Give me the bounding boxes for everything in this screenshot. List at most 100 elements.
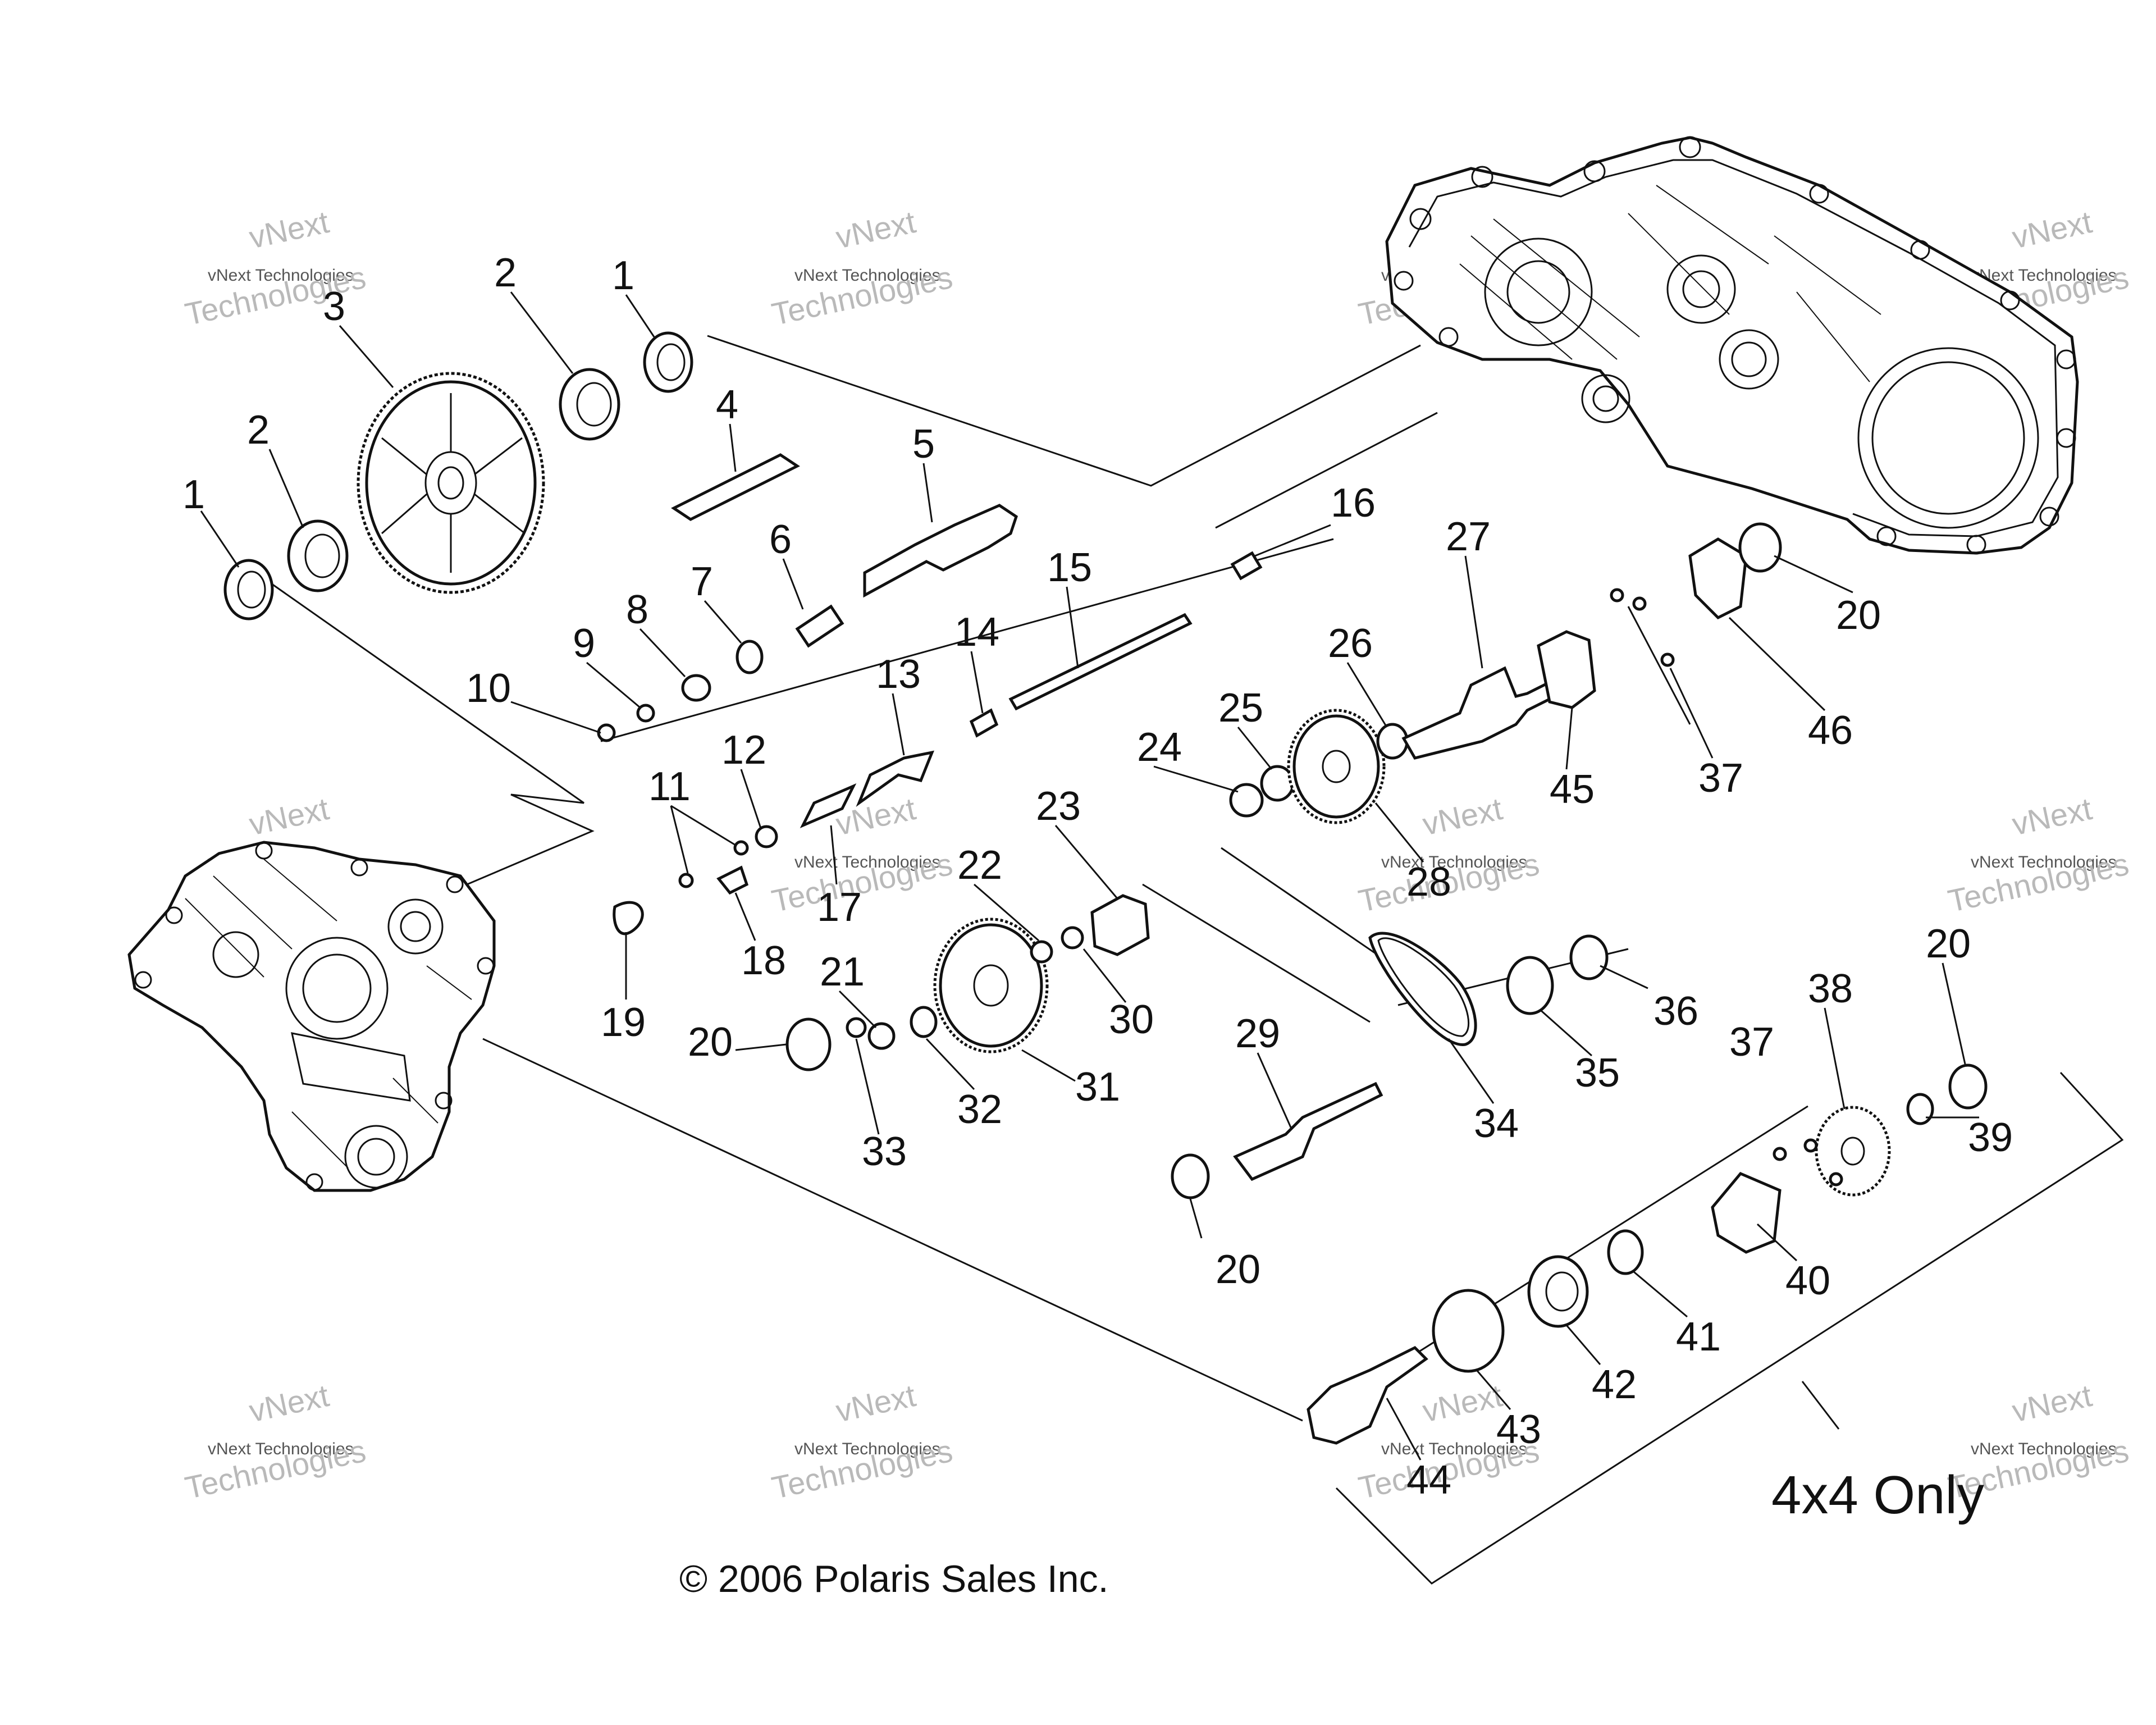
gear-31	[933, 918, 1049, 1053]
washer-21	[867, 1022, 896, 1050]
seal-1-lower	[223, 559, 274, 620]
watermark-text: vNext Technologies	[1381, 853, 1527, 871]
bearing-35	[1506, 956, 1554, 1015]
center-gear-components	[785, 894, 1150, 1071]
watermark: vNext vNext Technologies Technologies	[182, 1377, 369, 1505]
callout-16: 16	[1331, 481, 1376, 526]
callout-22: 22	[957, 843, 1002, 888]
lever-18	[716, 865, 749, 895]
bearing-20-left	[785, 1017, 832, 1071]
watermark-text: vNext Technologies	[1971, 1440, 2117, 1458]
shift-rail-4	[671, 453, 800, 521]
callout-15: 15	[1047, 545, 1092, 590]
shift-components	[597, 453, 1263, 935]
spring-19	[613, 901, 644, 935]
watermark-text: vNext	[833, 204, 919, 255]
clip-11a	[678, 873, 694, 888]
ring-26	[1376, 723, 1409, 760]
callout-37: 37	[1698, 756, 1743, 801]
needle-bearing-14	[969, 708, 999, 738]
transmission-case-left	[127, 841, 496, 1192]
clutch-45	[1537, 630, 1596, 709]
callout-1: 1	[612, 253, 634, 298]
watermark-text: vNext	[246, 1377, 332, 1429]
bearing-20-right	[1948, 1064, 1988, 1110]
callout-46: 46	[1808, 708, 1853, 753]
callout-30: 30	[1109, 997, 1154, 1042]
callout-25: 25	[1218, 686, 1263, 731]
watermark-text: vNext Technologies	[794, 853, 940, 871]
callout-43: 43	[1496, 1407, 1541, 1452]
four-wheel-drive-components	[1307, 1064, 1988, 1445]
output-shaft-29	[1233, 1081, 1383, 1181]
bolt-37-lower-a	[1773, 1147, 1787, 1161]
callout-2: 2	[247, 408, 270, 453]
bearing-2-upper	[559, 368, 620, 441]
callout-26: 26	[1328, 621, 1373, 666]
centerline-lower	[482, 1038, 1303, 1422]
cover-components-upper	[1610, 522, 1782, 667]
drive-chain-components	[1171, 932, 1609, 1199]
callout-41: 41	[1676, 1315, 1721, 1359]
callout-23: 23	[1036, 784, 1081, 829]
transmission-case-right	[1385, 136, 2079, 555]
shaft-15	[1008, 613, 1193, 711]
callout-12: 12	[721, 728, 766, 773]
callout-20: 20	[1216, 1247, 1260, 1292]
bearing-2-lower	[287, 519, 349, 592]
callout-4: 4	[716, 382, 738, 427]
ring-39	[1906, 1093, 1934, 1125]
leader-lines	[200, 291, 1979, 1461]
watermark-text: vNext	[1419, 1377, 1506, 1429]
watermark-text: vNext Technologies	[208, 266, 354, 285]
copyright-text: © 2006 Polaris Sales Inc.	[679, 1558, 1109, 1600]
callout-29: 29	[1235, 1011, 1280, 1056]
centerline-shaft-main	[600, 538, 1334, 742]
callout-45: 45	[1550, 767, 1595, 812]
watermark: vNext vNext Technologies Technologies	[1945, 1377, 2132, 1505]
o-ring-41	[1607, 1229, 1644, 1275]
washer-8	[681, 674, 711, 702]
callout-17: 17	[817, 885, 862, 930]
callout-7: 7	[691, 559, 713, 604]
seal-36	[1569, 934, 1609, 980]
watermark-text: vNext	[833, 1377, 919, 1429]
watermark-text: vNext Technologies	[1971, 853, 2117, 871]
watermark-text: vNext	[2009, 1377, 2095, 1429]
callout-33: 33	[862, 1129, 907, 1174]
cover-46	[1688, 537, 1748, 620]
detent-16	[1230, 551, 1263, 581]
callout-38: 38	[1808, 966, 1853, 1011]
callout-1: 1	[182, 472, 205, 517]
watermark-text: vNext Technologies	[1971, 266, 2117, 285]
watermark-text: vNext	[246, 204, 332, 255]
callout-42: 42	[1592, 1362, 1637, 1407]
centerline-top	[707, 335, 1421, 487]
centerline-shaft-upper	[1215, 412, 1438, 529]
gear-28	[1287, 709, 1386, 824]
driven-gear-3	[357, 372, 545, 594]
seal-1-upper	[643, 331, 693, 393]
upper-shaft-components	[1229, 630, 1596, 824]
clip-9	[636, 704, 655, 723]
callout-44: 44	[1406, 1458, 1451, 1503]
bearing-42	[1527, 1255, 1589, 1328]
watermark: vNext vNext Technologies Technologies	[769, 791, 956, 919]
bracket-4x4-tick	[1801, 1381, 1840, 1430]
watermark-text: vNext	[246, 791, 332, 842]
spring-17	[800, 783, 857, 828]
callout-3: 3	[323, 284, 345, 329]
callout-35: 35	[1575, 1051, 1620, 1096]
bearing-20-upper	[1738, 522, 1782, 573]
shift-fork-13	[856, 750, 935, 807]
callout-13: 13	[876, 652, 921, 697]
input-shaft-27	[1401, 666, 1557, 760]
callout-20: 20	[1836, 593, 1881, 638]
callout-34: 34	[1474, 1101, 1519, 1146]
bolt-37-upper-a	[1610, 588, 1624, 603]
shift-collar-23	[1090, 894, 1150, 956]
caption-4x4-only: 4x4 Only	[1771, 1465, 1984, 1525]
callout-19: 19	[601, 1000, 646, 1045]
drive-chain-34	[1368, 932, 1477, 1046]
needle-bearing-32	[910, 1006, 938, 1038]
